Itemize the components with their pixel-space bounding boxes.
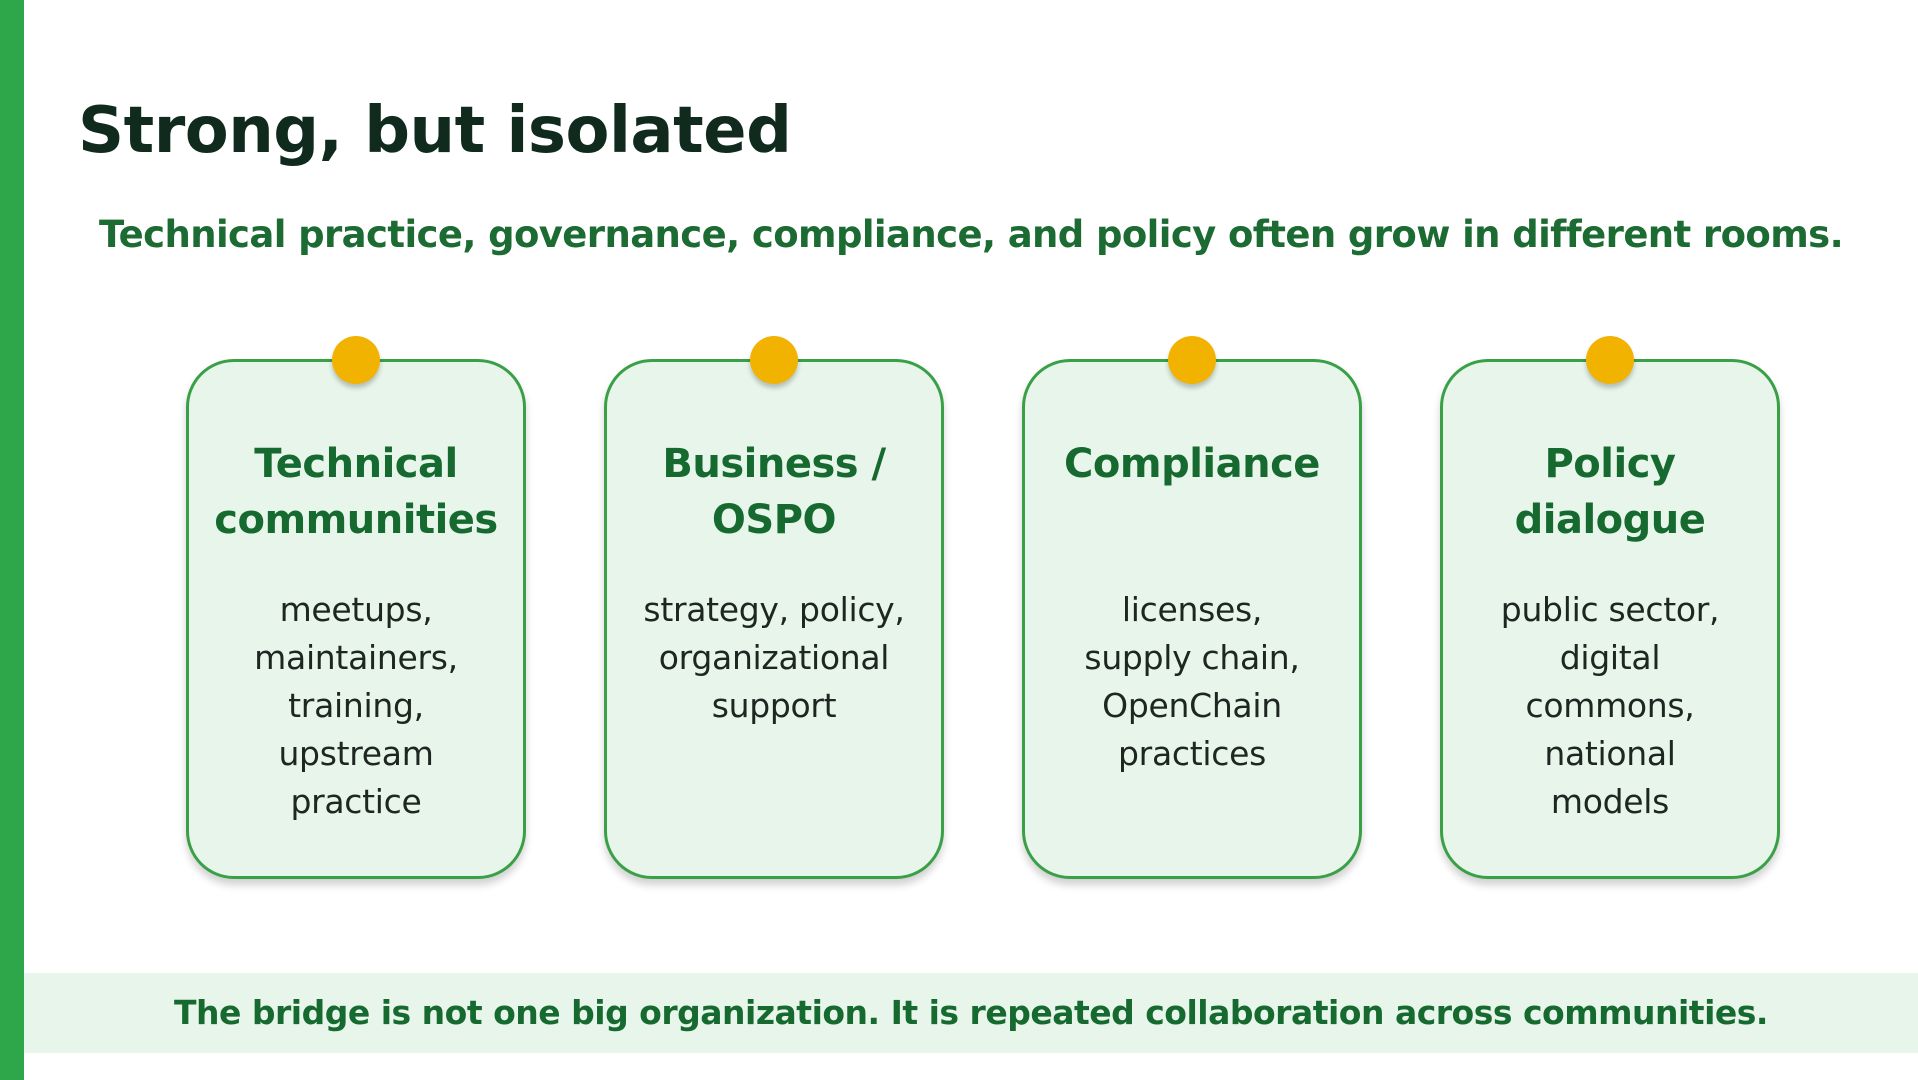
card-body: licenses, supply chain, OpenChain practi… <box>1084 590 1300 773</box>
slide-subtitle: Technical practice, governance, complian… <box>98 213 1844 256</box>
card-title: Business / OSPO <box>662 441 886 543</box>
card-body: meetups, maintainers, training, upstream… <box>254 590 458 821</box>
card-compliance: Compliance licenses, supply chain, OpenC… <box>1022 336 1362 879</box>
card-title: Policy dialogue <box>1514 441 1706 543</box>
slide-title: Strong, but isolated <box>78 94 792 168</box>
card-title: Technical communities <box>214 441 498 543</box>
card-dot-icon <box>332 336 380 384</box>
card-dot-icon <box>1168 336 1216 384</box>
card-title: Compliance <box>1064 441 1320 487</box>
card-body: public sector, digital commons, national… <box>1500 590 1720 821</box>
card-technical-communities: Technical communities meetups, maintaine… <box>186 336 526 879</box>
card-dot-icon <box>750 336 798 384</box>
card-business-ospo: Business / OSPO strategy, policy, organi… <box>604 336 944 879</box>
accent-bar <box>0 0 24 1080</box>
footer-banner: The bridge is not one big organization. … <box>24 973 1918 1053</box>
card-dot-icon <box>1586 336 1634 384</box>
card-body: strategy, policy, organizational support <box>643 590 905 725</box>
card-policy-dialogue: Policy dialogue public sector, digital c… <box>1440 336 1780 879</box>
